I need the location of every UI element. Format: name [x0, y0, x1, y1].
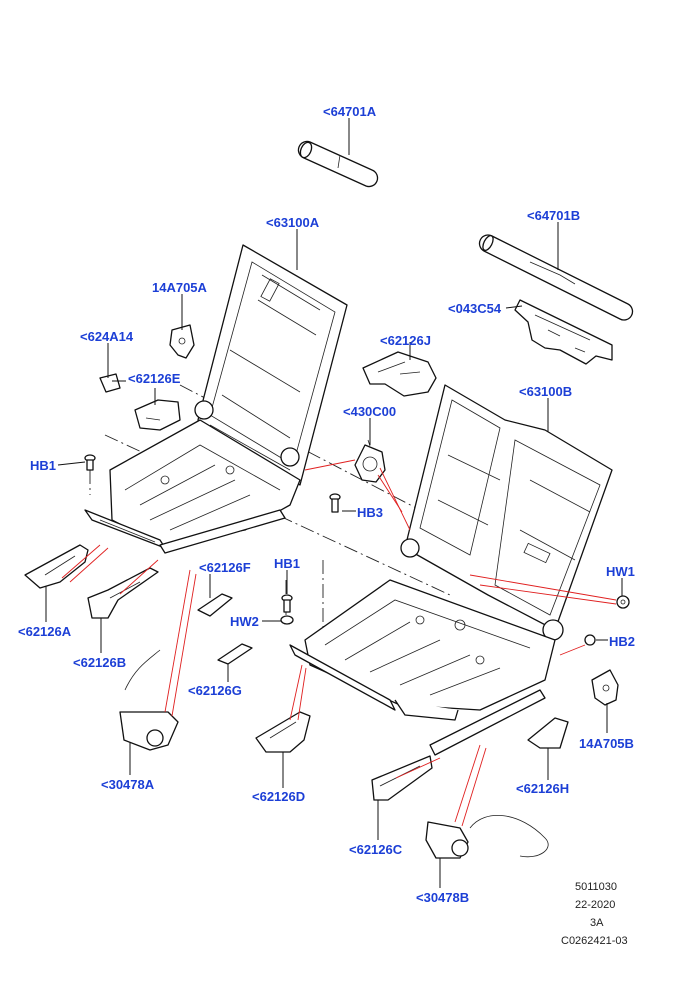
part-62126J-cover: [362, 351, 437, 397]
part-HW2-washer: [280, 615, 294, 625]
callout-043C54[interactable]: <043C54: [448, 301, 502, 316]
part-62126B-rail-cover: [87, 567, 159, 619]
part-30478B-motor: [425, 814, 549, 859]
callout-HB2[interactable]: HB2: [609, 634, 636, 649]
callout-30478A[interactable]: <30478A: [101, 777, 155, 792]
part-62126C-rail-cover: [371, 755, 433, 801]
part-62126D-rail-cover: [255, 711, 311, 753]
part-62126G-cap: [217, 643, 253, 665]
part-430C00-mechanism: [354, 439, 386, 483]
callout-64701A[interactable]: <64701A: [323, 104, 377, 119]
part-64701A-tube: [297, 140, 379, 188]
footer-code-4: C0262421-03: [561, 935, 628, 947]
callout-62126J[interactable]: <62126J: [380, 333, 431, 348]
callout-62126B[interactable]: <62126B: [73, 655, 127, 670]
callout-430C00[interactable]: <430C00: [343, 404, 397, 419]
part-043C54-bracket: [514, 299, 613, 365]
part-62126H-cover: [527, 717, 569, 749]
footer-code-3: 3A: [590, 917, 604, 929]
part-HB2-bolt: [584, 634, 596, 646]
footer-code-2: 22-2020: [575, 899, 616, 911]
part-14A705A-bracket: [169, 324, 195, 359]
callout-14A705A[interactable]: 14A705A: [152, 280, 207, 295]
callout-62126D[interactable]: <62126D: [252, 789, 306, 804]
callout-64701B[interactable]: <64701B: [527, 208, 581, 223]
part-624A14-clip: [99, 373, 121, 393]
reference-lines: [61, 459, 617, 827]
footer-code-1: 5011030: [575, 881, 618, 893]
part-63100A-seat-back-frame: [194, 244, 348, 486]
callout-62126E[interactable]: <62126E: [128, 371, 181, 386]
callout-HW1[interactable]: HW1: [606, 564, 635, 579]
leader-lines: [45, 118, 623, 888]
part-64701B-tube: [478, 234, 634, 321]
callout-63100A[interactable]: <63100A: [266, 215, 320, 230]
part-HW1-washer: [616, 595, 630, 609]
part-62126A-rail-cover: [24, 544, 89, 589]
callout-HW2[interactable]: HW2: [230, 614, 259, 629]
callout-62126A[interactable]: <62126A: [18, 624, 72, 639]
callout-30478B[interactable]: <30478B: [416, 890, 470, 905]
part-63100B-seat-back-frame: [400, 384, 613, 641]
callout-14A705B[interactable]: 14A705B: [579, 736, 634, 751]
part-14A705B-bracket: [591, 669, 619, 706]
callout-624A14[interactable]: <624A14: [80, 329, 134, 344]
part-HB1-bolt-left: [84, 454, 96, 471]
part-HB1-bolt-middle: [281, 594, 293, 613]
callout-62126C[interactable]: <62126C: [349, 842, 403, 857]
callout-62126F[interactable]: <62126F: [199, 560, 251, 575]
part-left-rails: [84, 509, 286, 554]
part-HB3-bolt: [329, 493, 341, 513]
part-62126F-cap: [197, 593, 233, 617]
callout-HB1-middle[interactable]: HB1: [274, 556, 301, 571]
callout-HB1-left[interactable]: HB1: [30, 458, 57, 473]
part-62126E-cover: [134, 399, 181, 431]
callout-62126G[interactable]: <62126G: [188, 683, 242, 698]
callout-HB3[interactable]: HB3: [357, 505, 384, 520]
part-right-rails: [289, 644, 546, 756]
callout-63100B[interactable]: <63100B: [519, 384, 573, 399]
part-30478A-motor: [119, 649, 179, 751]
callout-62126H[interactable]: <62126H: [516, 781, 570, 796]
